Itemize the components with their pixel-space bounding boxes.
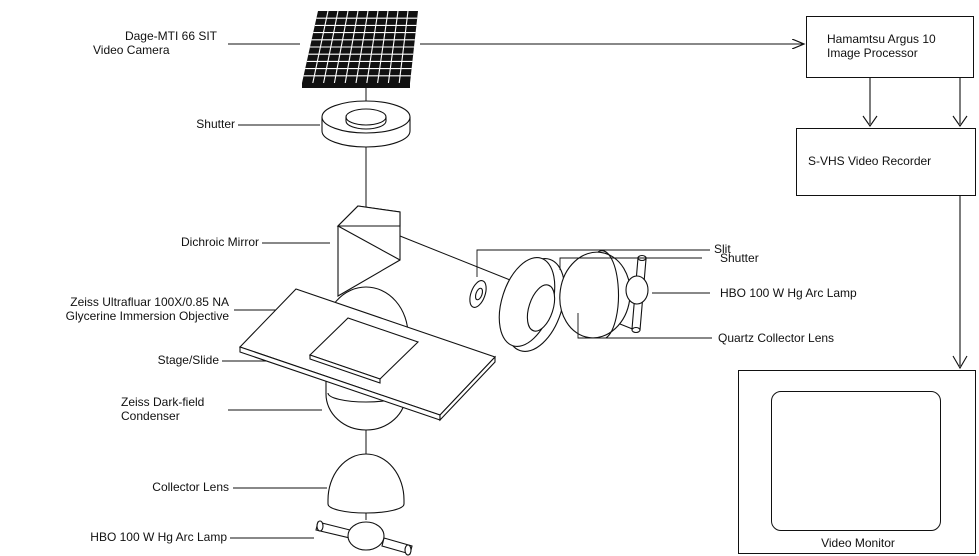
condenser-label-line2: Condenser: [121, 410, 180, 423]
camera-label-line1: Dage-MTI 66 SIT: [125, 30, 217, 43]
dichroic-mirror: [338, 206, 400, 296]
quartz-collector-lens: [554, 248, 635, 343]
objective-label-line2: Glycerine Immersion Objective: [66, 310, 229, 323]
video-camera-grid: [302, 11, 418, 88]
lamp-label: HBO 100 W Hg Arc Lamp: [90, 531, 227, 544]
epi-lamp-label: HBO 100 W Hg Arc Lamp: [720, 287, 857, 300]
quartz-lens-label: Quartz Collector Lens: [718, 332, 834, 345]
monitor-screen: [771, 391, 941, 531]
condenser-label-line1: Zeiss Dark-field: [121, 396, 204, 409]
collector-lens: [328, 454, 404, 513]
arc-lamp-epi: [626, 256, 648, 333]
video-monitor-box: Video Monitor: [738, 370, 976, 554]
camera-label-line2: Video Camera: [93, 44, 170, 57]
shutter-ring-top: [322, 101, 410, 147]
slit-ring: [467, 278, 490, 309]
left-leader-lines: [222, 44, 330, 538]
dichroic-mirror-label: Dichroic Mirror: [181, 236, 259, 249]
video-recorder-box: S-VHS Video Recorder: [796, 128, 976, 196]
monitor-label: Video Monitor: [739, 537, 977, 550]
objective-label-line1: Zeiss Ultrafluar 100X/0.85 NA: [70, 296, 229, 309]
image-processor-box: Hamamtsu Argus 10 Image Processor: [806, 16, 974, 78]
recorder-label: S-VHS Video Recorder: [808, 155, 931, 168]
shutter-label: Shutter: [196, 118, 235, 131]
processor-label-line2: Image Processor: [827, 47, 918, 60]
collector-lens-label: Collector Lens: [152, 481, 229, 494]
arc-lamp-bottom: [316, 521, 412, 555]
epi-shutter-label: Shutter: [720, 252, 759, 265]
stage-label: Stage/Slide: [158, 354, 219, 367]
processor-label-line1: Hamamtsu Argus 10: [827, 33, 936, 46]
